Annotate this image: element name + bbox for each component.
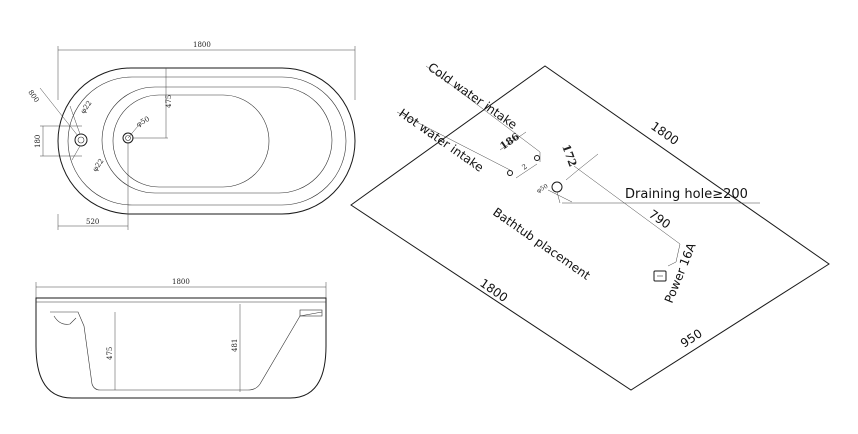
svg-text:φ50: φ50 bbox=[135, 115, 151, 129]
draining-hole-label: Draining hole≥200 bbox=[625, 187, 748, 202]
floor-area bbox=[350, 65, 830, 391]
drain-circle bbox=[122, 132, 134, 144]
dim-1800-bottom: 1800 bbox=[477, 276, 510, 305]
power-label: Power 16A bbox=[662, 240, 699, 305]
hot-water-label: Hot water intake bbox=[396, 106, 486, 175]
svg-text:475: 475 bbox=[106, 347, 114, 360]
svg-text:φ22: φ22 bbox=[91, 157, 105, 173]
dim-2: 2 bbox=[521, 163, 529, 172]
cold-inlet bbox=[534, 155, 540, 161]
dim-172: 172 bbox=[559, 143, 579, 169]
dim-186: 186 bbox=[498, 131, 521, 152]
top-view: 1800 475 180 520 800 bbox=[26, 41, 356, 230]
dim-790: 790 bbox=[646, 207, 673, 232]
tub-outer-rim bbox=[57, 67, 356, 215]
cold-water-label: Cold water intake bbox=[425, 60, 519, 132]
side-view: 1800 475 481 bbox=[35, 278, 327, 399]
tub-side-outline bbox=[35, 297, 327, 399]
power-socket bbox=[653, 270, 667, 282]
svg-text:475: 475 bbox=[165, 95, 173, 108]
side-length-label: 1800 bbox=[172, 278, 190, 286]
svg-text:180: 180 bbox=[34, 135, 42, 148]
tub-inner-basin bbox=[112, 94, 270, 188]
dim-1800-top: 1800 bbox=[648, 119, 681, 148]
bathtub-placement-label: Bathtub placement bbox=[490, 205, 593, 283]
svg-text:481: 481 bbox=[231, 339, 239, 352]
top-length-label: 1800 bbox=[193, 41, 211, 49]
overflow-circle bbox=[74, 133, 88, 147]
dim-phi50: φ50 bbox=[536, 183, 550, 195]
drain-hole bbox=[551, 181, 563, 193]
hot-inlet bbox=[507, 170, 513, 176]
installation-view: Cold water intake Hot water intake 186 2… bbox=[350, 60, 830, 391]
svg-text:520: 520 bbox=[86, 218, 99, 226]
svg-text:800: 800 bbox=[26, 89, 40, 105]
dim-950: 950 bbox=[678, 326, 705, 350]
